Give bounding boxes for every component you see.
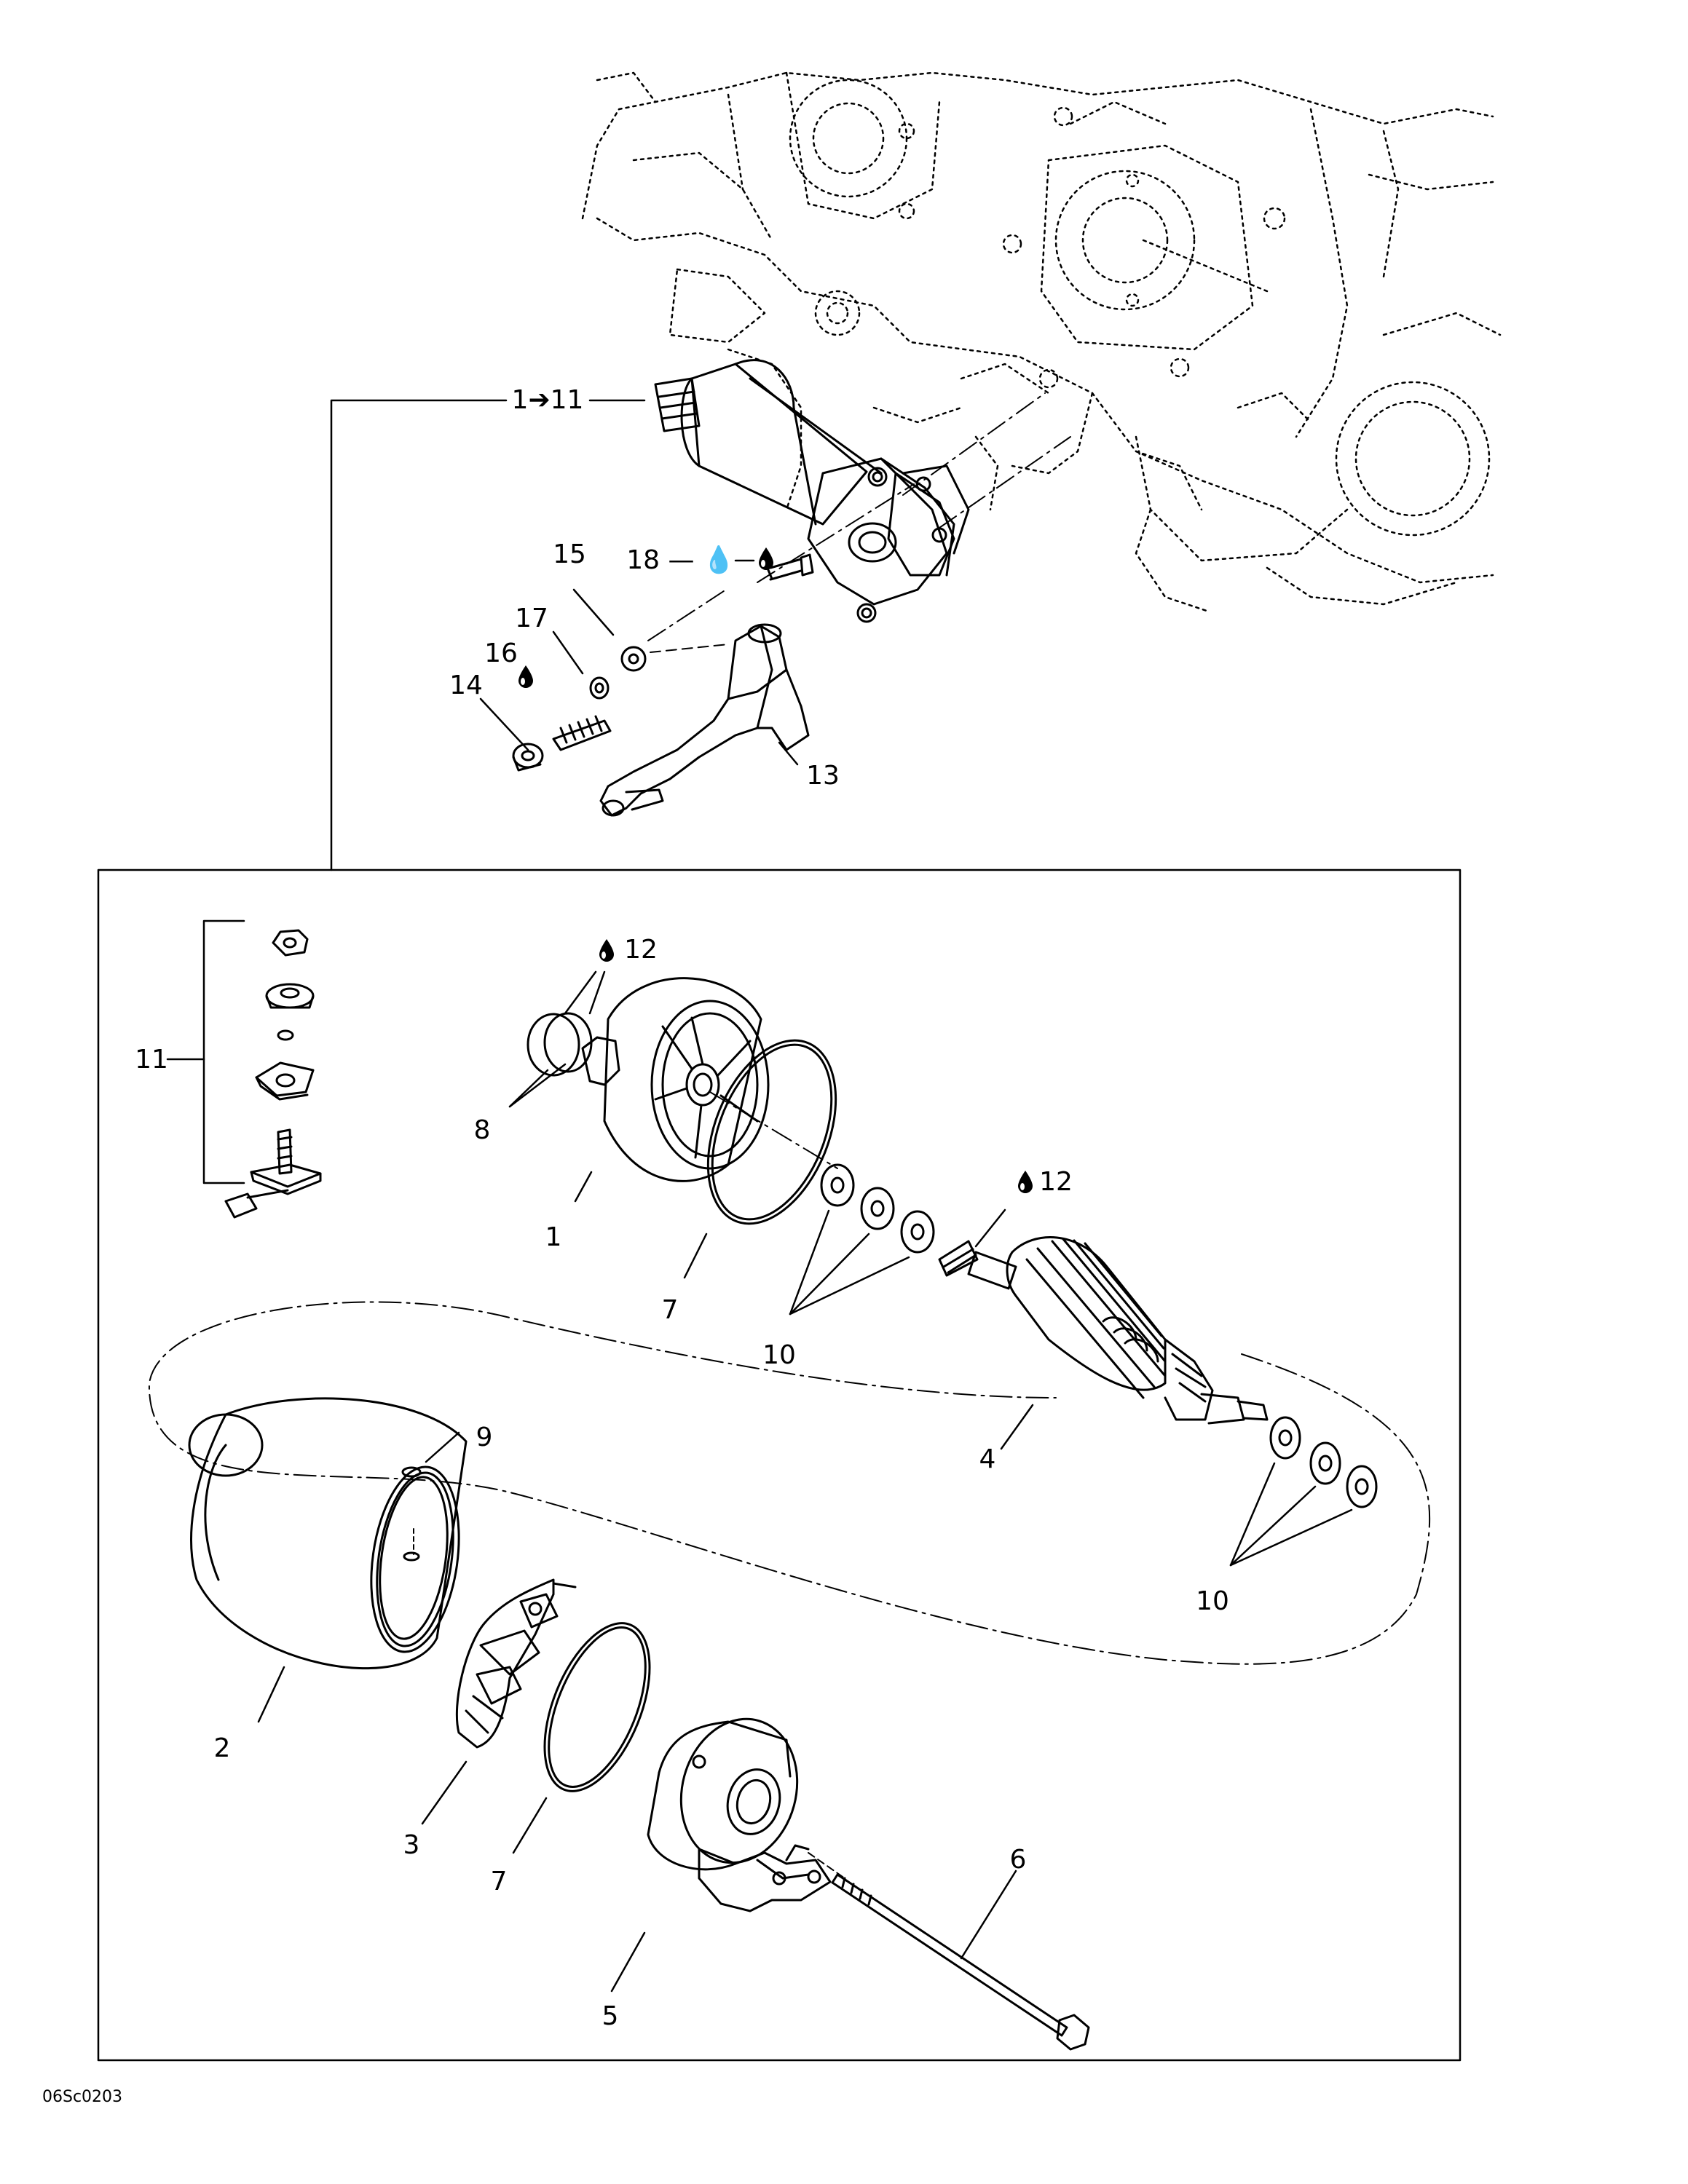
callout-13: 13	[806, 761, 840, 791]
drop-icon	[1018, 1171, 1033, 1193]
gasket-ring-lower	[512, 1622, 651, 1854]
callout-17: 17	[515, 604, 548, 633]
callout-11: 11	[135, 1045, 168, 1075]
callout-2: 2	[213, 1733, 231, 1763]
starter-motor-assembly	[654, 359, 970, 623]
callout-16: 16	[484, 638, 518, 668]
drop-icon	[518, 665, 533, 688]
callout-1: 1	[545, 1222, 562, 1252]
starter-bracket	[599, 623, 810, 817]
engine-block-outline	[581, 71, 1502, 613]
front-cover	[574, 977, 770, 1203]
callout-12-top: 12	[624, 935, 658, 965]
brush-holder-plate	[421, 1578, 577, 1825]
callout-8: 8	[473, 1115, 491, 1145]
callout-18: 18 — 💧	[626, 545, 735, 575]
drop-icon	[599, 939, 614, 962]
callout-7-bottom: 7	[490, 1867, 508, 1896]
bolt-and-washers	[512, 644, 729, 772]
shim-washers-upper	[789, 1163, 935, 1315]
callout-3: 3	[403, 1830, 420, 1860]
callout-9: 9	[476, 1423, 493, 1452]
gasket-ring-upper	[683, 1039, 838, 1279]
terminal-kit-stack	[166, 919, 322, 1219]
callout-10-bottom: 10	[1196, 1586, 1229, 1616]
yoke-housing	[188, 1397, 468, 1723]
exploded-view-frame	[97, 869, 1462, 2062]
callout-leaders-top	[330, 399, 799, 871]
sub-assembly-envelope	[148, 1301, 1431, 1665]
o-rings	[508, 970, 606, 1108]
callout-10-top: 10	[762, 1340, 796, 1370]
small-o-ring	[401, 1431, 460, 1478]
shim-washers-lower	[1229, 1416, 1378, 1567]
callout-12-mid: 12	[1039, 1167, 1073, 1197]
armature	[938, 1208, 1269, 1450]
callout-1-to-11: 1➔11	[511, 385, 584, 415]
callout-7-top: 7	[661, 1295, 679, 1325]
rear-end-cover	[610, 1717, 832, 1993]
callout-14: 14	[449, 670, 483, 700]
through-bolt	[808, 1852, 1090, 2051]
mounting-centerlines	[647, 392, 1071, 641]
callout-5: 5	[602, 2001, 619, 2031]
figure-code: 06Sc0203	[42, 2088, 123, 2106]
callout-4: 4	[979, 1444, 996, 1474]
drop-icon	[759, 547, 773, 570]
drop-icon-highlights	[521, 560, 1025, 1190]
callout-6: 6	[1009, 1845, 1027, 1875]
callout-15: 15	[553, 539, 586, 569]
